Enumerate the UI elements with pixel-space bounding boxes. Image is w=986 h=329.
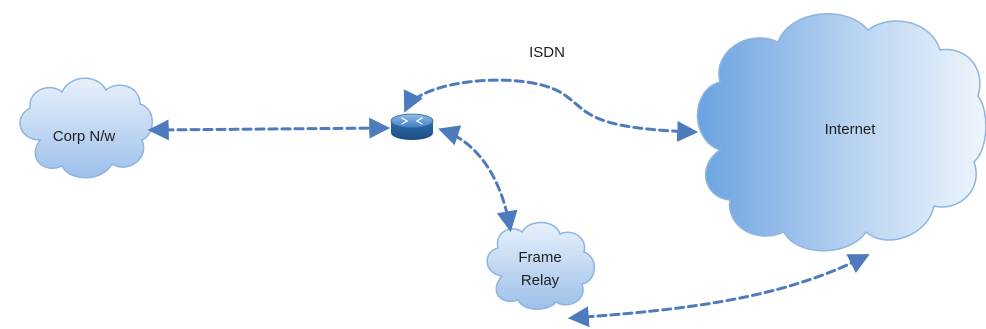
internet-label: Internet: [825, 121, 877, 138]
link-frame-relay-internet: [567, 254, 870, 328]
link-isdn: [403, 78, 699, 142]
router-icon: [390, 113, 434, 140]
link-corp-router: [147, 117, 391, 141]
corp-network-label: Corp N/w: [53, 128, 116, 145]
corp-network-cloud: Corp N/w: [19, 77, 153, 179]
frame-relay-cloud: Frame Relay: [486, 221, 595, 310]
frame-relay-label-line2: Relay: [521, 272, 560, 289]
isdn-label: ISDN: [529, 44, 565, 61]
link-router-frame-relay: [438, 125, 518, 233]
internet-cloud: Internet: [696, 12, 986, 252]
links: [147, 78, 870, 328]
frame-relay-label-line1: Frame: [518, 249, 561, 266]
